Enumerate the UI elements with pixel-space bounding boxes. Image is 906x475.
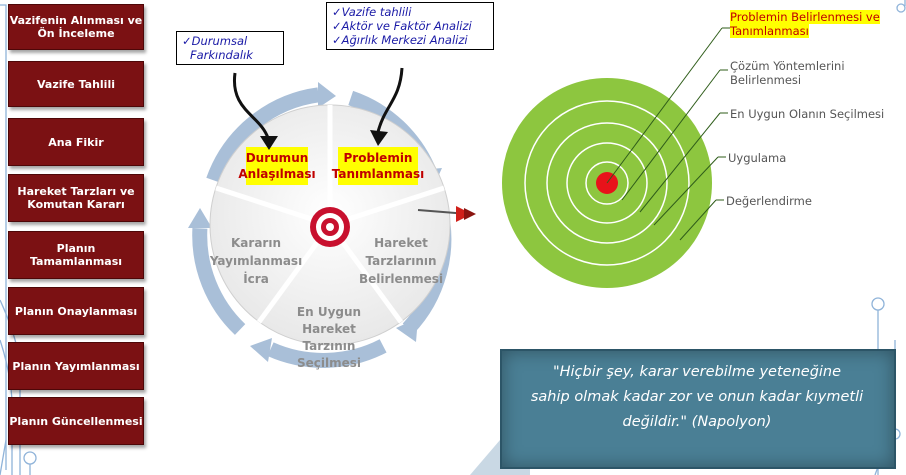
sidebar-item-planin-guncellenmesi[interactable]: Planın Güncellenmesi <box>8 397 144 445</box>
quote-line: değildir." (Napolyon) <box>622 414 772 430</box>
decision-cycle-diagram: Durumun Anlaşılması Problemin Tanımlanma… <box>188 67 476 370</box>
target-label-uygulama: Uygulama <box>728 151 787 165</box>
segment-5-line3: İcra <box>243 271 269 286</box>
target-leader-lines <box>606 27 723 241</box>
pointer-arrowhead <box>260 136 278 150</box>
sidebar-item-planin-tamamlanmasi[interactable]: Planın Tamamlanması <box>8 231 144 279</box>
sidebar-item-hareket-tarzlari[interactable]: Hareket Tarzları ve Komutan Kararı <box>8 174 144 222</box>
target-label-secim: En Uygun Olanın Seçilmesi <box>730 107 885 121</box>
segment-highlight <box>246 147 308 185</box>
sidebar: Vazifenin Alınması ve Ön İnceleme Vazife… <box>0 0 150 475</box>
target-label-line: Problemin Belirlenmesi ve <box>730 10 880 24</box>
sidebar-item-ana-fikir[interactable]: Ana Fikir <box>8 118 144 166</box>
segment-4-line3: Tarzının <box>303 339 356 353</box>
segment-5-line1: Kararın <box>231 236 281 250</box>
segment-3-line1: Hareket <box>374 236 428 250</box>
note-vazife-tahlili: ✓Vazife tahlili ✓Aktör ve Faktör Analizi… <box>326 2 494 50</box>
pointer-arrows <box>232 67 404 139</box>
target-icon <box>310 207 350 247</box>
segment-3-line3: Belirlenmesi <box>359 272 443 286</box>
sidebar-item-vazifenin-alinmasi[interactable]: Vazifenin Alınması ve Ön İnceleme <box>8 4 144 50</box>
target-label-ticks <box>716 27 730 201</box>
sidebar-item-label: Planın Onaylanması <box>14 304 138 318</box>
segment-5-line2: Yayımlanması <box>209 254 302 268</box>
segment-4-line2: Hareket <box>302 322 356 336</box>
quote-line: sahip olmak kadar zor ve onun kadar kıym… <box>530 389 864 405</box>
sidebar-item-label: Planın Güncellenmesi <box>9 414 143 428</box>
segment-2-line2: Tanımlanması <box>332 167 425 181</box>
segment-3-line2: Tarzlarının <box>365 254 436 268</box>
note-line: Farkındalık <box>190 48 253 62</box>
note-line: ✓Vazife tahlili <box>332 5 412 19</box>
target-label-line: Belirlenmesi <box>730 73 802 87</box>
note-line: ✓Aktör ve Faktör Analizi <box>332 19 472 33</box>
sidebar-item-label: Vazifenin Alınması ve Ön İnceleme <box>9 14 143 40</box>
sidebar-item-vazife-tahlili[interactable]: Vazife Tahlili <box>8 61 144 107</box>
sidebar-item-label: Ana Fikir <box>48 135 104 149</box>
segment-highlight <box>338 147 418 185</box>
sidebar-item-label: Hareket Tarzları ve Komutan Kararı <box>17 185 135 211</box>
pointer-arrowhead <box>370 130 388 146</box>
segment-1-line2: Anlaşılması <box>238 167 315 181</box>
segment-4-line4: Seçilmesi <box>297 356 361 370</box>
segment-1-line1: Durumun <box>246 151 309 165</box>
dart-icon <box>417 206 476 222</box>
target-label-degerlendirme: Değerlendirme <box>726 194 812 208</box>
sidebar-item-label: Planın Yayımlanması <box>12 359 140 373</box>
target-label-line: Çözüm Yöntemlerini <box>730 59 845 73</box>
note-line: ✓Ağırlık Merkezi Analizi <box>332 33 468 47</box>
quote-box <box>500 349 896 469</box>
quote-text: "Hiçbir şey, karar verebilme yeteneğine … <box>505 360 889 435</box>
segment-2-line1: Problemin <box>344 151 413 165</box>
note-line: ✓Durumsal <box>182 34 248 48</box>
target-label-cozum: Çözüm Yöntemlerini Belirlenmesi <box>730 59 845 87</box>
target-diagram <box>502 27 730 288</box>
sidebar-item-planin-yayimlanmasi[interactable]: Planın Yayımlanması <box>8 342 144 390</box>
target-label-problem: Problemin Belirlenmesi ve Tanımlanması <box>730 10 880 38</box>
note-durumsal-farkindalik: ✓Durumsal Farkındalık <box>176 31 284 65</box>
target-label-line: Tanımlanması <box>730 24 809 38</box>
sidebar-item-label: Planın Tamamlanması <box>29 242 123 268</box>
segment-4-line1: En Uygun <box>297 305 361 319</box>
sidebar-item-planin-onaylanmasi[interactable]: Planın Onaylanması <box>8 287 144 335</box>
quote-line: "Hiçbir şey, karar verebilme yeteneğine <box>552 364 842 380</box>
sidebar-item-label: Vazife Tahlili <box>36 77 115 91</box>
